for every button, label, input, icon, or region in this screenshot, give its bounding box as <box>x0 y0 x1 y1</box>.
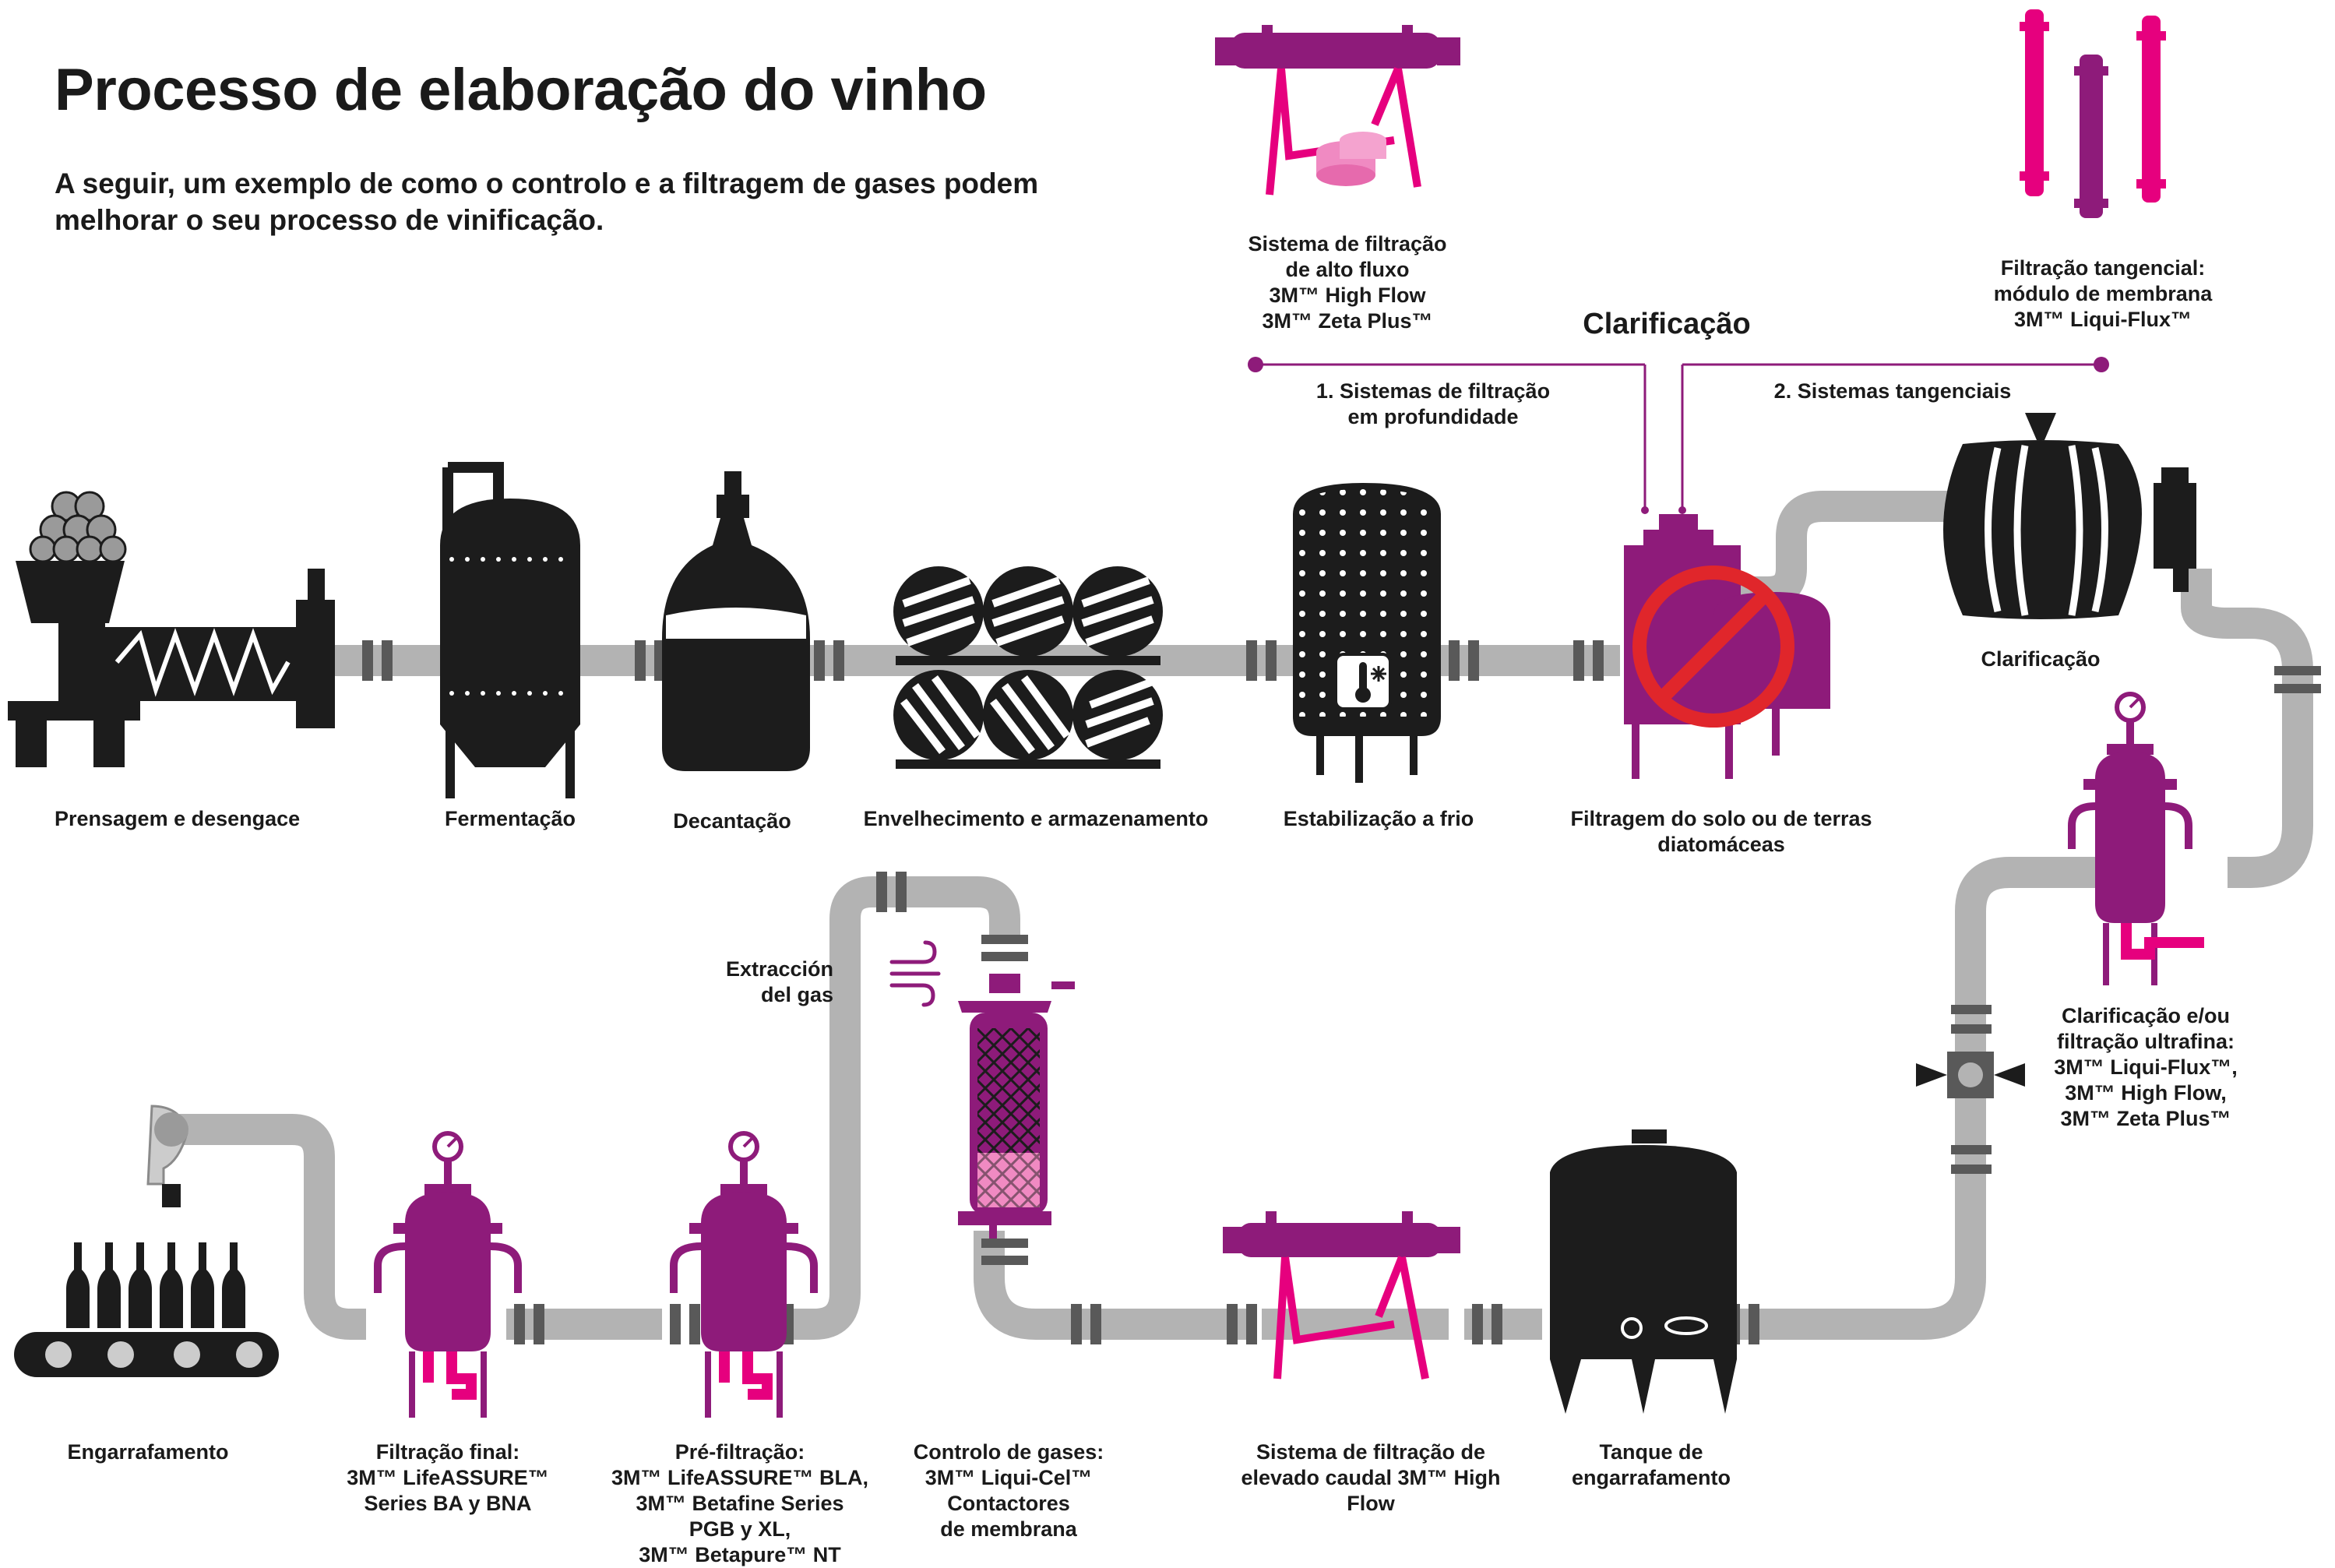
thermometer-snowflake-icon <box>1334 653 1392 710</box>
no-symbol-icon <box>1632 566 1794 728</box>
final-filtration-housing <box>374 1131 522 1418</box>
liqui-flux-module-illustration <box>2020 9 2166 218</box>
high-flow-skid-illustration <box>1215 25 1460 196</box>
diatomaceous-earth-filter <box>1624 514 1830 779</box>
pipe-joints <box>362 640 2321 1344</box>
aging-barrel-stack <box>893 566 1163 769</box>
connector-dot-left <box>1248 357 1263 372</box>
press-destemmer-machine <box>8 491 335 767</box>
label-cold-stabilization: Estabilização a frio <box>1283 807 1474 830</box>
pre-filtration-housing <box>670 1131 818 1418</box>
liqui-cel-membrane-contactor <box>958 974 1075 1239</box>
label-barrel-clarification: Clarificação <box>1981 647 2101 671</box>
pipe-valve <box>1916 1052 2025 1098</box>
page-title: Processo de elaboração do vinho <box>55 57 987 123</box>
label-final-filtration: Filtração final:3M™ LifeASSURE™ Series B… <box>347 1440 549 1515</box>
fermentation-tank <box>440 462 580 798</box>
label-bottling: Engarrafamento <box>67 1440 229 1464</box>
clarification-connector-lines <box>1256 363 2101 510</box>
high-flow-skid-bottom <box>1223 1211 1460 1379</box>
label-gas-control: Controlo de gases:3M™ Liqui-Cel™ Contact… <box>913 1440 1104 1541</box>
label-aging: Envelhecimento e armazenamento <box>863 807 1209 830</box>
decanting-carboy <box>662 471 810 771</box>
bottling-line <box>14 1105 279 1377</box>
connector-end-right <box>1678 506 1686 514</box>
cold-stabilization-tank <box>1293 483 1441 783</box>
label-fermentation: Fermentação <box>444 807 576 830</box>
connector-dot-right <box>2094 357 2109 372</box>
bottling-tank <box>1550 1129 1737 1414</box>
label-tangential-module: Filtração tangencial:módulo de membrana … <box>1993 256 2213 331</box>
connector-end-left <box>1641 506 1649 514</box>
clarification-title: Clarificação <box>1583 308 1751 340</box>
label-pre-filtration: Pré-filtração:3M™ LifeASSURE™ BLA, 3M™ B… <box>611 1440 869 1566</box>
label-pressing: Prensagem e desengace <box>55 807 301 830</box>
ultrafine-filter-housing <box>2068 692 2204 985</box>
page-subtitle: A seguir, um exemplo de como o controlo … <box>55 167 1039 236</box>
label-option-tangential: 2. Sistemas tangenciais <box>1773 379 2012 403</box>
label-decanting: Decantação <box>673 809 791 833</box>
clarification-barrel <box>1943 413 2196 619</box>
wind-icon <box>889 940 941 1007</box>
